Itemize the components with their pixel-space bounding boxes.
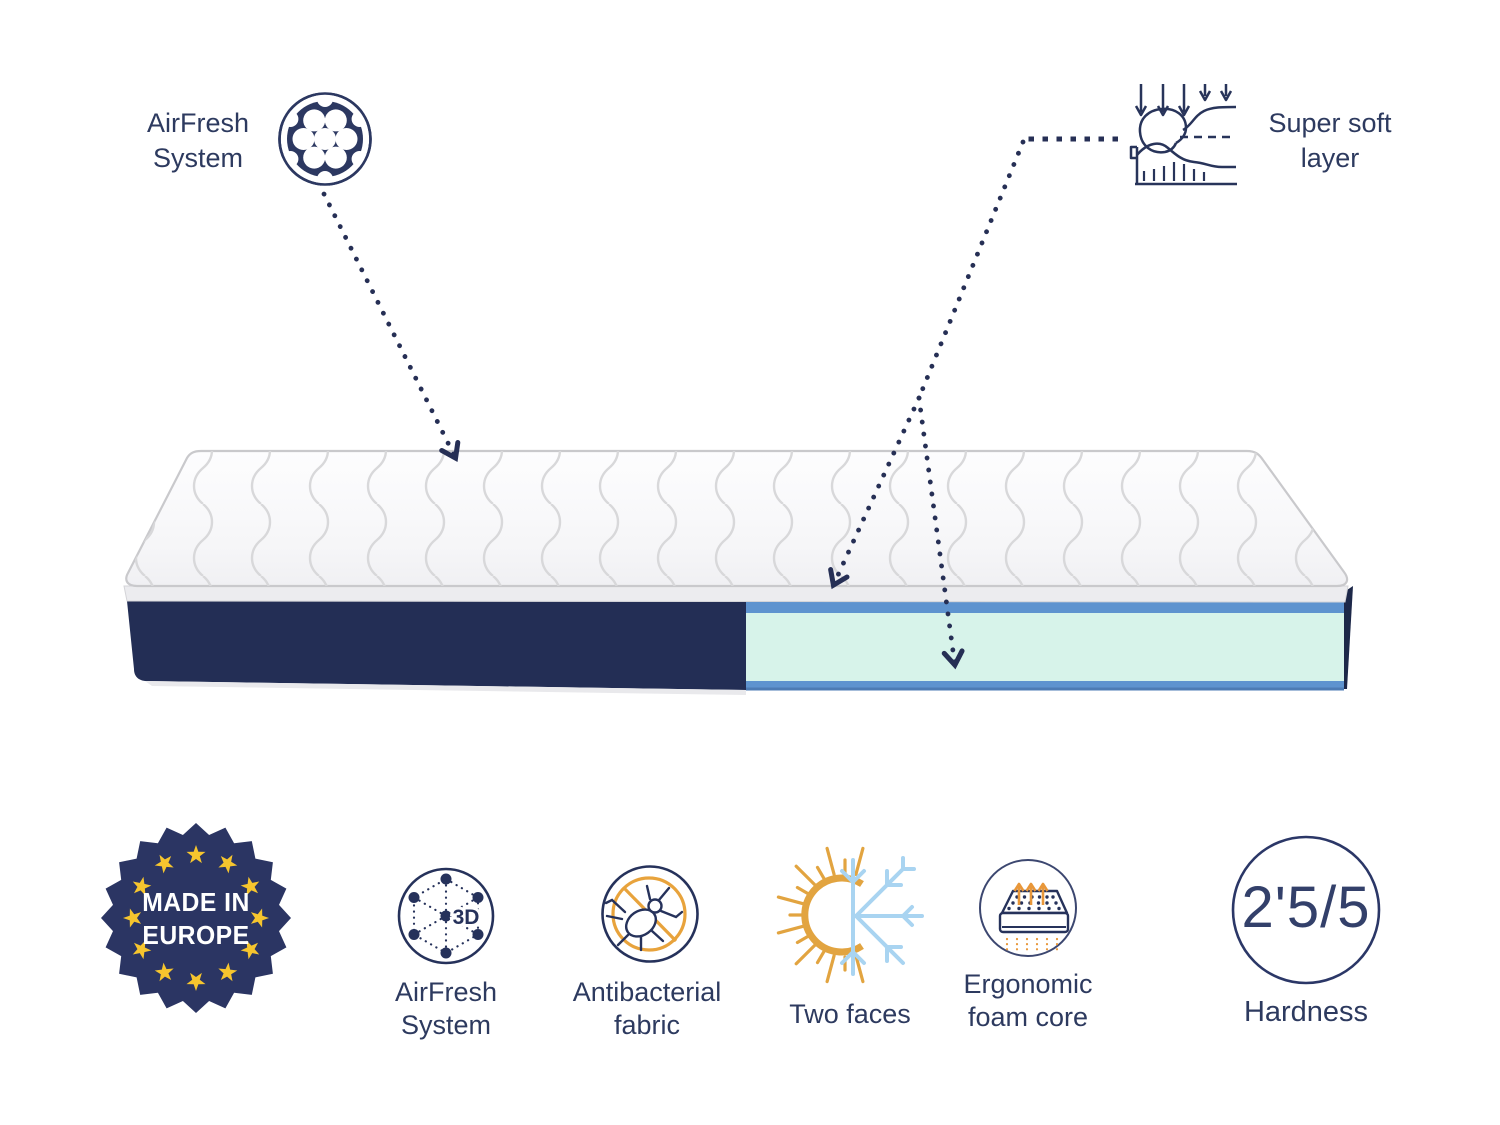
snowflake [840,856,924,976]
mattress-top-dots [1007,895,1061,911]
quilt-pattern [126,451,1348,586]
side-fabric-right-corner [1344,586,1353,689]
hex-network-nodes [408,873,484,959]
ergonomic-foam-icon [979,859,1077,957]
side-fabric-left [127,601,746,690]
callout-lines [321,136,1118,670]
supersoft-callout-label: Super soft layer [1240,106,1420,176]
ergonomic-label: Ergonomic foam core [928,968,1128,1034]
airfresh-callout-line2: System [152,143,244,173]
supersoft-callout-line1: Super soft [1268,108,1392,138]
front-piping-band [123,585,1349,603]
made-in-europe-badge [101,823,291,1013]
sun-rays [776,846,865,984]
pressure-arrows-down [1134,84,1233,117]
mite-bug [604,884,684,952]
supersoft-callout-branch-bottom [916,395,965,670]
mattress-illustration [123,449,1353,695]
3d-icon-text: 3D [453,906,480,929]
airfresh-callout-line1: AirFresh [146,108,249,138]
ergonomic-line1: Ergonomic [963,969,1093,999]
bottom-piping [145,681,746,695]
supersoft-callout-line-diagonal [916,139,1026,401]
airfresh-3d-line1: AirFresh [394,977,497,1007]
foam-core [746,613,1344,681]
breathability-arrows-up [1013,882,1049,905]
sun-crescent [801,874,864,956]
airfresh-cell-holes [282,91,368,187]
badge-starburst [101,823,291,1013]
airfresh-3d-label: AirFresh System [346,976,546,1042]
foam-comb-ticks [1142,162,1206,181]
badge-label: MADE IN EUROPE [111,886,282,952]
supersoft-callout-line2: layer [1300,143,1360,173]
two-faces-icon [776,846,924,984]
two-faces-label: Two faces [750,998,950,1031]
supersoft-bottom-band [746,681,1344,689]
airfresh-3d-line2: System [400,1010,492,1040]
mattress-front-band [998,911,1070,934]
core-bottom-edge [746,687,1344,691]
badge-line2: EUROPE [142,920,250,950]
airfresh-3d-icon: 3D [397,867,495,965]
hardness-score: 2'5/5 [1241,875,1371,940]
antibacterial-line1: Antibacterial [572,977,722,1007]
airfresh-cell-icon [278,91,372,187]
hardness-circle [1231,835,1381,985]
airfresh-callout-label: AirFresh System [108,106,288,176]
antibacterial-icon [601,865,699,963]
antibacterial-line2: fabric [613,1010,681,1040]
supersoft-callout-branch-top [828,395,922,590]
ergonomic-line2: foam core [967,1002,1089,1032]
airfresh-callout-line [321,191,461,463]
two-faces-line1: Two faces [789,999,911,1029]
antibacterial-label: Antibacterial fabric [547,976,747,1042]
hardness-label: Hardness [1243,996,1369,1028]
badge-line1: MADE IN [142,887,250,917]
supersoft-layer-icon [1129,84,1237,186]
